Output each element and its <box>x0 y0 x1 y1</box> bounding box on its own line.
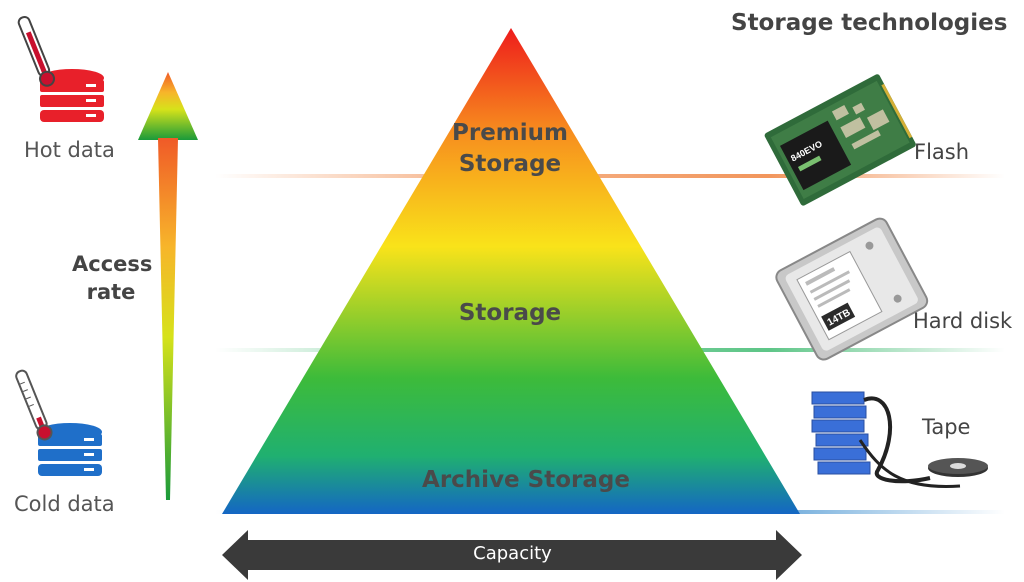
hot-data-label: Hot data <box>24 138 115 162</box>
access-rate-label: Access rate <box>72 252 153 304</box>
tier-line-premium <box>215 174 1005 178</box>
cold-data-label: Cold data <box>14 492 115 516</box>
cold-data-icon <box>15 369 102 476</box>
hot-data-icon <box>17 15 104 122</box>
hard-disk-icon: 14TB <box>775 217 929 361</box>
tech-label-hard-disk: Hard disk <box>913 309 1013 333</box>
ssd-icon: 840EVO <box>764 74 916 206</box>
capacity-arrow <box>222 530 802 580</box>
tier-label-premium: Premium Storage <box>452 120 568 177</box>
capacity-label: Capacity <box>473 543 552 564</box>
tier-label-storage: Storage <box>458 300 562 326</box>
access-rate-arrow <box>138 72 198 500</box>
tier-label-archive: Archive Storage <box>422 467 630 493</box>
tech-label-flash: Flash <box>914 140 970 164</box>
tech-label-tape: Tape <box>922 415 971 439</box>
diagram-title: Storage technologies <box>731 10 1008 36</box>
storage-pyramid <box>222 28 800 514</box>
tape-icon <box>811 391 988 489</box>
